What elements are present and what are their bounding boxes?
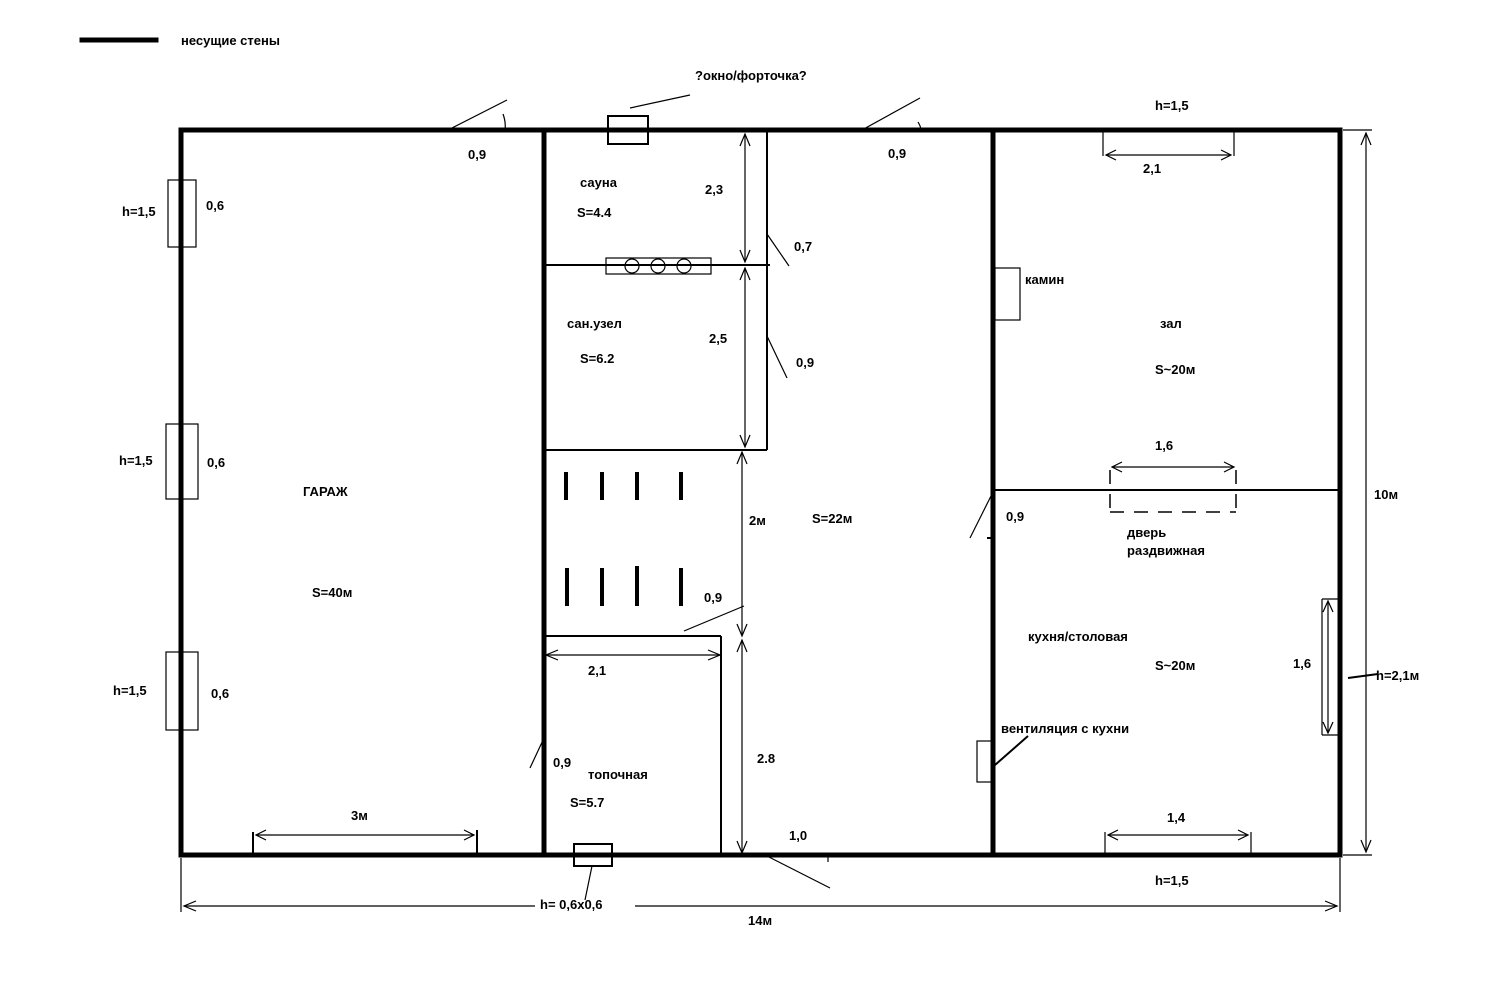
kitchen-vent-pointer <box>994 735 1029 766</box>
hall-door-small: 0,9 <box>704 590 722 605</box>
top-window-height: h=1,5 <box>1155 98 1189 113</box>
hall-length-dim-28 <box>736 638 748 855</box>
boiler-width: 2,1 <box>588 663 606 678</box>
living-window-width: 2,1 <box>1143 161 1161 176</box>
garage-door-width: 3м <box>351 808 368 823</box>
bearing-walls <box>178 127 1343 858</box>
hall-length-dim-2m <box>736 450 748 638</box>
living-window-top <box>1102 130 1235 161</box>
total-height: 10м <box>1374 487 1398 502</box>
garage-window-2-height: h=1,5 <box>119 453 153 468</box>
sliding-door <box>1109 461 1237 513</box>
partition-walls <box>544 130 1340 855</box>
boiler-area: S=5.7 <box>570 795 604 810</box>
sliding-door-label-2: раздвижная <box>1127 543 1205 558</box>
door-top-hall-width: 0,9 <box>888 146 906 161</box>
bathroom-door-swing <box>766 335 788 379</box>
bathroom-name: сан.узел <box>567 316 622 331</box>
boiler-door-width: 0,9 <box>553 755 571 770</box>
living-area: S~20м <box>1155 362 1195 377</box>
kitchen-name: кухня/столовая <box>1028 629 1128 644</box>
boiler-top-door-swing <box>683 605 745 632</box>
total-width-dim <box>180 858 1341 912</box>
boiler-vent-size: h= 0,6х0,6 <box>540 897 603 912</box>
total-width: 14м <box>748 913 772 928</box>
sliding-door-width: 1,6 <box>1155 438 1173 453</box>
kitchen-door-swing <box>969 491 994 539</box>
sauna-length: 2,3 <box>705 182 723 197</box>
sauna-length-dim <box>739 132 751 264</box>
sauna-heater <box>605 257 712 275</box>
bathroom-door-width: 0,9 <box>796 355 814 370</box>
kitchen-vent-label: вентиляция с кухни <box>1001 721 1129 736</box>
garage-door <box>252 829 478 855</box>
kitchen-window-bottom <box>1104 829 1252 855</box>
boiler-vent-pointer <box>584 865 593 901</box>
kitchen-window-right-width: 1,6 <box>1293 656 1311 671</box>
garage-window-1-width: 0,6 <box>206 198 224 213</box>
boiler-door-swing <box>529 737 545 769</box>
boiler-vent <box>573 843 613 867</box>
kitchen-window-right <box>1321 598 1340 736</box>
stair-marks <box>564 472 683 606</box>
door-top-left-width: 0,9 <box>468 147 486 162</box>
entrance-width: 1,0 <box>789 828 807 843</box>
garage-area: S=40м <box>312 585 352 600</box>
garage-windows <box>165 179 199 731</box>
kitchen-window-right-height: h=2,1м <box>1376 668 1419 683</box>
sauna-door-width: 0,7 <box>794 239 812 254</box>
kitchen-door-width: 0,9 <box>1006 509 1024 524</box>
kitchen-vent <box>976 740 994 783</box>
sliding-door-label-1: дверь <box>1127 525 1166 540</box>
right-window-pointer <box>1347 673 1379 679</box>
boiler-width-dim <box>544 649 722 661</box>
sauna-name: сауна <box>580 175 618 190</box>
boiler-name: топочная <box>588 767 648 782</box>
legend-label: несущие стены <box>181 33 280 48</box>
window-note-pointer <box>629 94 691 109</box>
garage-window-1-height: h=1,5 <box>122 204 156 219</box>
fireplace <box>994 267 1021 321</box>
sauna-area: S=4.4 <box>577 205 612 220</box>
sauna-door-swing <box>766 233 790 267</box>
door-swing-top-left <box>447 99 508 131</box>
hall-length-28: 2.8 <box>757 751 775 766</box>
bottom-window-height: h=1,5 <box>1155 873 1189 888</box>
kitchen-area: S~20м <box>1155 658 1195 673</box>
garage-window-3-height: h=1,5 <box>113 683 147 698</box>
garage-window-2-width: 0,6 <box>207 455 225 470</box>
living-name: зал <box>1160 316 1182 331</box>
kitchen-window-bottom-width: 1,4 <box>1167 810 1186 825</box>
hall-area: S=22м <box>812 511 852 526</box>
entrance-door-swing <box>764 854 831 889</box>
bathroom-length-dim <box>739 266 751 449</box>
window-note: ?окно/форточка? <box>695 68 807 83</box>
hall-length-2m: 2м <box>749 513 766 528</box>
door-swing-top-hall <box>861 97 922 131</box>
fireplace-label: камин <box>1025 272 1064 287</box>
garage-name: ГАРАЖ <box>303 484 348 499</box>
total-height-dim <box>1343 129 1372 856</box>
bathroom-length: 2,5 <box>709 331 727 346</box>
bathroom-area: S=6.2 <box>580 351 614 366</box>
garage-window-3-width: 0,6 <box>211 686 229 701</box>
top-vent-window <box>607 115 649 145</box>
